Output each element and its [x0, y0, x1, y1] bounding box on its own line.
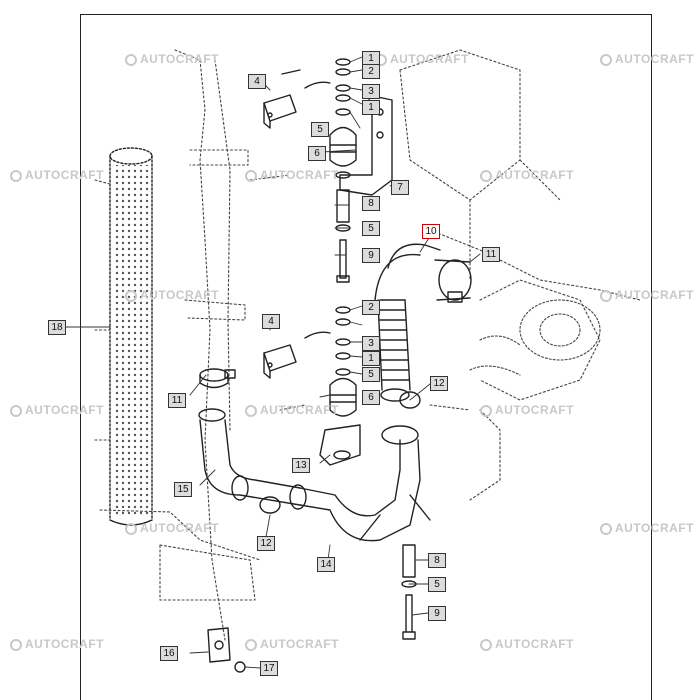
clamp-part-11-top: [434, 259, 472, 303]
watermark: AUTOCRAFT: [480, 403, 574, 417]
diagram-frame: [80, 14, 652, 700]
bolt-part-9-top: [336, 239, 350, 283]
engine-detail: [469, 299, 601, 376]
bolt-part-9-bottom: [402, 594, 416, 640]
callout-part-11[interactable]: 11: [168, 393, 186, 408]
spacer-part-8-bottom: [402, 544, 416, 578]
callout-part-13[interactable]: 13: [292, 458, 310, 473]
assembly-arrow-top: [304, 81, 331, 89]
watermark: AUTOCRAFT: [600, 52, 694, 66]
assembly-arrow-bottom: [304, 331, 331, 339]
callout-part-2[interactable]: 2: [362, 300, 380, 315]
callout-part-3[interactable]: 3: [362, 336, 380, 351]
bracket-part-4-bottom: [263, 344, 297, 379]
watermark: AUTOCRAFT: [10, 168, 104, 182]
callout-part-8[interactable]: 8: [362, 196, 380, 211]
callout-part-9[interactable]: 9: [362, 248, 380, 263]
callout-part-6[interactable]: 6: [308, 146, 326, 161]
watermark: AUTOCRAFT: [125, 288, 219, 302]
callout-part-1[interactable]: 1: [362, 351, 380, 366]
callout-part-5[interactable]: 5: [311, 122, 329, 137]
watermark: AUTOCRAFT: [10, 637, 104, 651]
watermark: AUTOCRAFT: [245, 403, 339, 417]
callout-part-14[interactable]: 14: [317, 557, 335, 572]
watermark: AUTOCRAFT: [600, 288, 694, 302]
watermark: AUTOCRAFT: [10, 403, 104, 417]
mount-stack-bottom: [329, 306, 357, 417]
callout-part-18[interactable]: 18: [48, 320, 66, 335]
callout-part-12[interactable]: 12: [430, 376, 448, 391]
callout-part-4[interactable]: 4: [262, 314, 280, 329]
callout-part-15[interactable]: 15: [174, 482, 192, 497]
clamp-part-12-bottom: [259, 496, 281, 514]
watermark: AUTOCRAFT: [480, 168, 574, 182]
callout-part-1[interactable]: 1: [362, 100, 380, 115]
callout-part-4[interactable]: 4: [248, 74, 266, 89]
watermark: AUTOCRAFT: [245, 168, 339, 182]
callout-part-5[interactable]: 5: [362, 367, 380, 382]
watermark: AUTOCRAFT: [480, 637, 574, 651]
callout-part-10-highlighted[interactable]: 10: [422, 224, 440, 239]
nut-part-17: [234, 661, 246, 673]
callout-part-16[interactable]: 16: [160, 646, 178, 661]
pipe-part-15: [198, 408, 301, 506]
callout-part-17[interactable]: 17: [260, 661, 278, 676]
callout-part-3[interactable]: 3: [362, 84, 380, 99]
heat-shield-pipe: [109, 147, 153, 526]
callout-part-8[interactable]: 8: [428, 553, 446, 568]
callout-part-7[interactable]: 7: [391, 180, 409, 195]
callout-part-2[interactable]: 2: [362, 64, 380, 79]
callout-part-12[interactable]: 12: [257, 536, 275, 551]
pipe-part-14: [289, 425, 431, 542]
bracket-part-4-top: [263, 69, 301, 129]
watermark: AUTOCRAFT: [125, 52, 219, 66]
mount-part-13: [319, 424, 361, 466]
clamp-part-12-top: [399, 391, 421, 409]
spacer-part-8-top: [336, 189, 350, 223]
watermark: AUTOCRAFT: [375, 52, 469, 66]
callout-part-5[interactable]: 5: [428, 577, 446, 592]
clip-part-16: [207, 627, 231, 663]
mount-stack-top: [329, 58, 357, 179]
callout-part-6[interactable]: 6: [362, 390, 380, 405]
callout-part-5[interactable]: 5: [362, 221, 380, 236]
watermark: AUTOCRAFT: [600, 521, 694, 535]
callout-part-9[interactable]: 9: [428, 606, 446, 621]
callout-part-11[interactable]: 11: [482, 247, 500, 262]
watermark: AUTOCRAFT: [125, 521, 219, 535]
watermark: AUTOCRAFT: [245, 637, 339, 651]
clamp-part-11-left: [199, 368, 236, 389]
flex-pipe-part-10: [374, 243, 441, 402]
